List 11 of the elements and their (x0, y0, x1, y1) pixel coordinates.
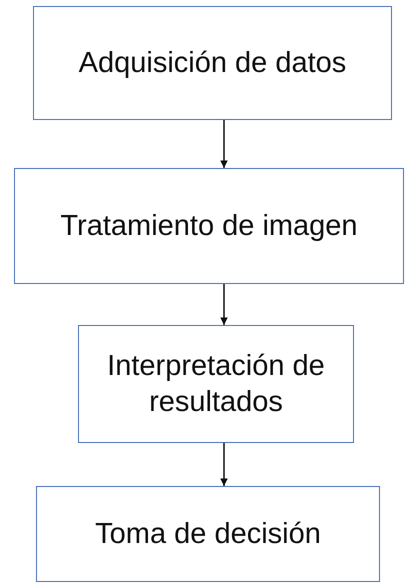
arrow (220, 443, 228, 486)
process-box (78, 325, 354, 443)
process-box (33, 6, 392, 120)
box-label: Adquisición de datos (78, 46, 346, 81)
process-box (36, 486, 380, 582)
arrow (220, 120, 228, 168)
box-label: Toma de decisión (95, 516, 321, 552)
arrow (220, 284, 228, 325)
box-label: Interpretación de resultados (106, 348, 326, 420)
process-box (14, 168, 404, 284)
box-label: Tratamiento de imagen (60, 208, 358, 244)
